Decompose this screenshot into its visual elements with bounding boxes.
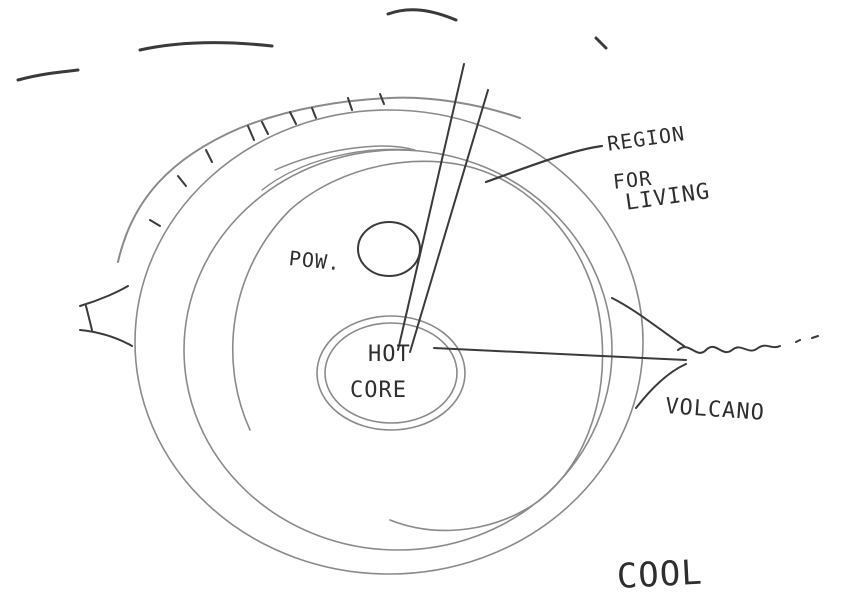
volcano-channel [434, 348, 686, 360]
cool-label: COOL [616, 556, 704, 594]
sky-stroke [18, 70, 78, 80]
atmosphere-tick [150, 94, 384, 226]
sky-stroke [596, 38, 606, 48]
volcano-bulge [612, 298, 686, 408]
left-bulge [80, 286, 132, 346]
sky-stroke [388, 10, 456, 20]
atmosphere-arc [118, 98, 520, 262]
hot-core-outer [317, 316, 465, 430]
volcano-smoke [678, 336, 818, 353]
pow-chamber [358, 222, 420, 276]
inner-swirl [262, 146, 415, 190]
region-leader [486, 146, 602, 182]
pow-label: POW. [288, 248, 342, 273]
inner-swirl [233, 161, 603, 530]
hot-core-label: CORE [350, 380, 407, 402]
sky-stroke [140, 43, 272, 50]
hot-core-label: HOT [368, 344, 411, 366]
hot-core-inner [325, 323, 457, 423]
